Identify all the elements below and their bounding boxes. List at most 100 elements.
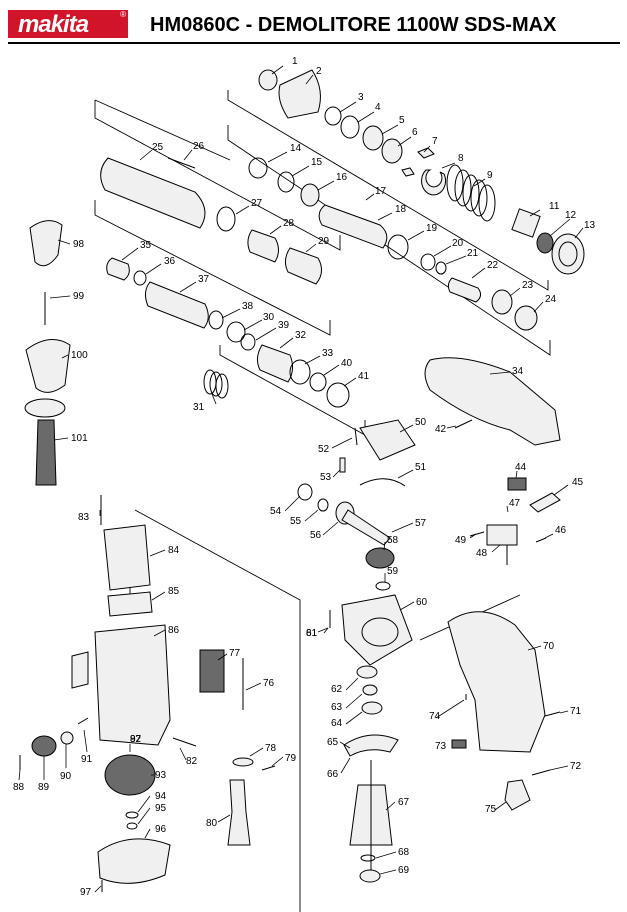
callout-16: 16 bbox=[336, 172, 348, 183]
callout-29: 29 bbox=[318, 236, 330, 247]
callout-60: 60 bbox=[416, 597, 428, 608]
callout-76: 76 bbox=[263, 678, 275, 689]
callout-49: 49 bbox=[455, 535, 467, 546]
callout-38: 38 bbox=[242, 301, 254, 312]
callout-73: 73 bbox=[435, 741, 447, 752]
callout-94: 94 bbox=[155, 791, 167, 802]
callout-100: 100 bbox=[71, 350, 88, 361]
callout-62: 62 bbox=[331, 684, 343, 695]
callout-34: 34 bbox=[512, 366, 524, 377]
callout-53: 53 bbox=[320, 472, 332, 483]
callout-27: 27 bbox=[251, 198, 263, 209]
callout-95: 95 bbox=[155, 803, 167, 814]
callout-65: 65 bbox=[327, 737, 339, 748]
callout-8: 8 bbox=[458, 153, 464, 164]
callout-80: 80 bbox=[206, 818, 218, 829]
callout-36: 36 bbox=[164, 256, 176, 267]
callout-75: 75 bbox=[485, 804, 497, 815]
callout-87: 87 bbox=[130, 734, 142, 745]
callout-46: 46 bbox=[555, 525, 567, 536]
callout-90: 90 bbox=[60, 771, 72, 782]
callout-84: 84 bbox=[168, 545, 180, 556]
callout-98: 98 bbox=[73, 239, 85, 250]
callout-74: 74 bbox=[429, 711, 441, 722]
callout-83: 83 bbox=[78, 512, 90, 523]
callout-55: 55 bbox=[290, 516, 302, 527]
callout-52: 52 bbox=[318, 444, 330, 455]
callout-21: 21 bbox=[467, 248, 479, 259]
callout-40: 40 bbox=[341, 358, 353, 369]
callout-88: 88 bbox=[13, 782, 25, 793]
callout-91: 91 bbox=[81, 754, 93, 765]
callout-11: 11 bbox=[549, 201, 560, 212]
callout-89: 89 bbox=[38, 782, 50, 793]
callout-20: 20 bbox=[452, 238, 464, 249]
callout-50: 50 bbox=[415, 417, 427, 428]
callout-14: 14 bbox=[290, 143, 302, 154]
callout-33: 33 bbox=[322, 348, 334, 359]
callout-96: 96 bbox=[155, 824, 167, 835]
callout-32: 32 bbox=[295, 330, 307, 341]
callout-85: 85 bbox=[168, 586, 180, 597]
callout-63: 63 bbox=[331, 702, 343, 713]
callout-4: 4 bbox=[375, 102, 381, 113]
callout-17: 17 bbox=[375, 186, 387, 197]
callout-30: 30 bbox=[263, 312, 275, 323]
callout-51: 51 bbox=[415, 462, 427, 473]
callout-39: 39 bbox=[278, 320, 290, 331]
callout-35: 35 bbox=[140, 240, 152, 251]
callout-93: 93 bbox=[155, 770, 167, 781]
callout-69: 69 bbox=[398, 865, 410, 876]
callout-37: 37 bbox=[198, 274, 210, 285]
callout-18: 18 bbox=[395, 204, 407, 215]
callout-19: 19 bbox=[426, 223, 438, 234]
callout-1: 1 bbox=[292, 56, 298, 67]
callout-25: 25 bbox=[152, 142, 164, 153]
callout-45: 45 bbox=[572, 477, 584, 488]
callout-70: 70 bbox=[543, 641, 555, 652]
callout-99: 99 bbox=[73, 291, 85, 302]
callout-26: 26 bbox=[193, 141, 205, 152]
callout-47: 47 bbox=[509, 498, 521, 509]
callout-31: 31 bbox=[193, 402, 205, 413]
callout-81: 81 bbox=[306, 628, 318, 639]
callout-66: 66 bbox=[327, 769, 339, 780]
callout-22: 22 bbox=[487, 260, 499, 271]
page-title: HM0860C - DEMOLITORE 1100W SDS-MAX bbox=[150, 14, 557, 36]
callout-59: 59 bbox=[387, 566, 399, 577]
callout-54: 54 bbox=[270, 506, 282, 517]
callout-82: 82 bbox=[186, 756, 198, 767]
callout-64: 64 bbox=[331, 718, 343, 729]
registered-mark: ® bbox=[120, 10, 126, 19]
callout-61: 61 bbox=[306, 628, 318, 639]
callout-3: 3 bbox=[358, 92, 364, 103]
callout-67: 67 bbox=[398, 797, 410, 808]
callout-48: 48 bbox=[476, 548, 488, 559]
callout-28: 28 bbox=[283, 218, 295, 229]
leader-lines bbox=[18, 65, 584, 893]
callout-56: 56 bbox=[310, 530, 322, 541]
callout-41: 41 bbox=[358, 371, 370, 382]
callout-77: 77 bbox=[229, 648, 241, 659]
callout-92: 92 bbox=[130, 734, 142, 745]
callout-24: 24 bbox=[545, 294, 557, 305]
callout-86: 86 bbox=[168, 625, 180, 636]
callout-23: 23 bbox=[522, 280, 534, 291]
callout-68: 68 bbox=[398, 847, 410, 858]
callout-79: 79 bbox=[285, 753, 297, 764]
callout-72: 72 bbox=[570, 761, 582, 772]
callout-101: 101 bbox=[71, 433, 88, 444]
callout-12: 12 bbox=[565, 210, 577, 221]
spring-9 bbox=[446, 164, 496, 222]
assembly-frames bbox=[94, 90, 551, 912]
callout-57: 57 bbox=[415, 518, 427, 529]
callout-labels: 1 2 3 4 5 6 7 8 9 11 12 13 14 15 16 17 1… bbox=[13, 56, 596, 898]
callout-15: 15 bbox=[311, 157, 323, 168]
callout-71: 71 bbox=[570, 706, 582, 717]
header: makita ® HM0860C - DEMOLITORE 1100W SDS-… bbox=[0, 0, 627, 46]
callout-42: 42 bbox=[435, 424, 447, 435]
callout-5: 5 bbox=[399, 115, 405, 126]
callout-97: 97 bbox=[80, 887, 92, 898]
callout-78: 78 bbox=[265, 743, 277, 754]
